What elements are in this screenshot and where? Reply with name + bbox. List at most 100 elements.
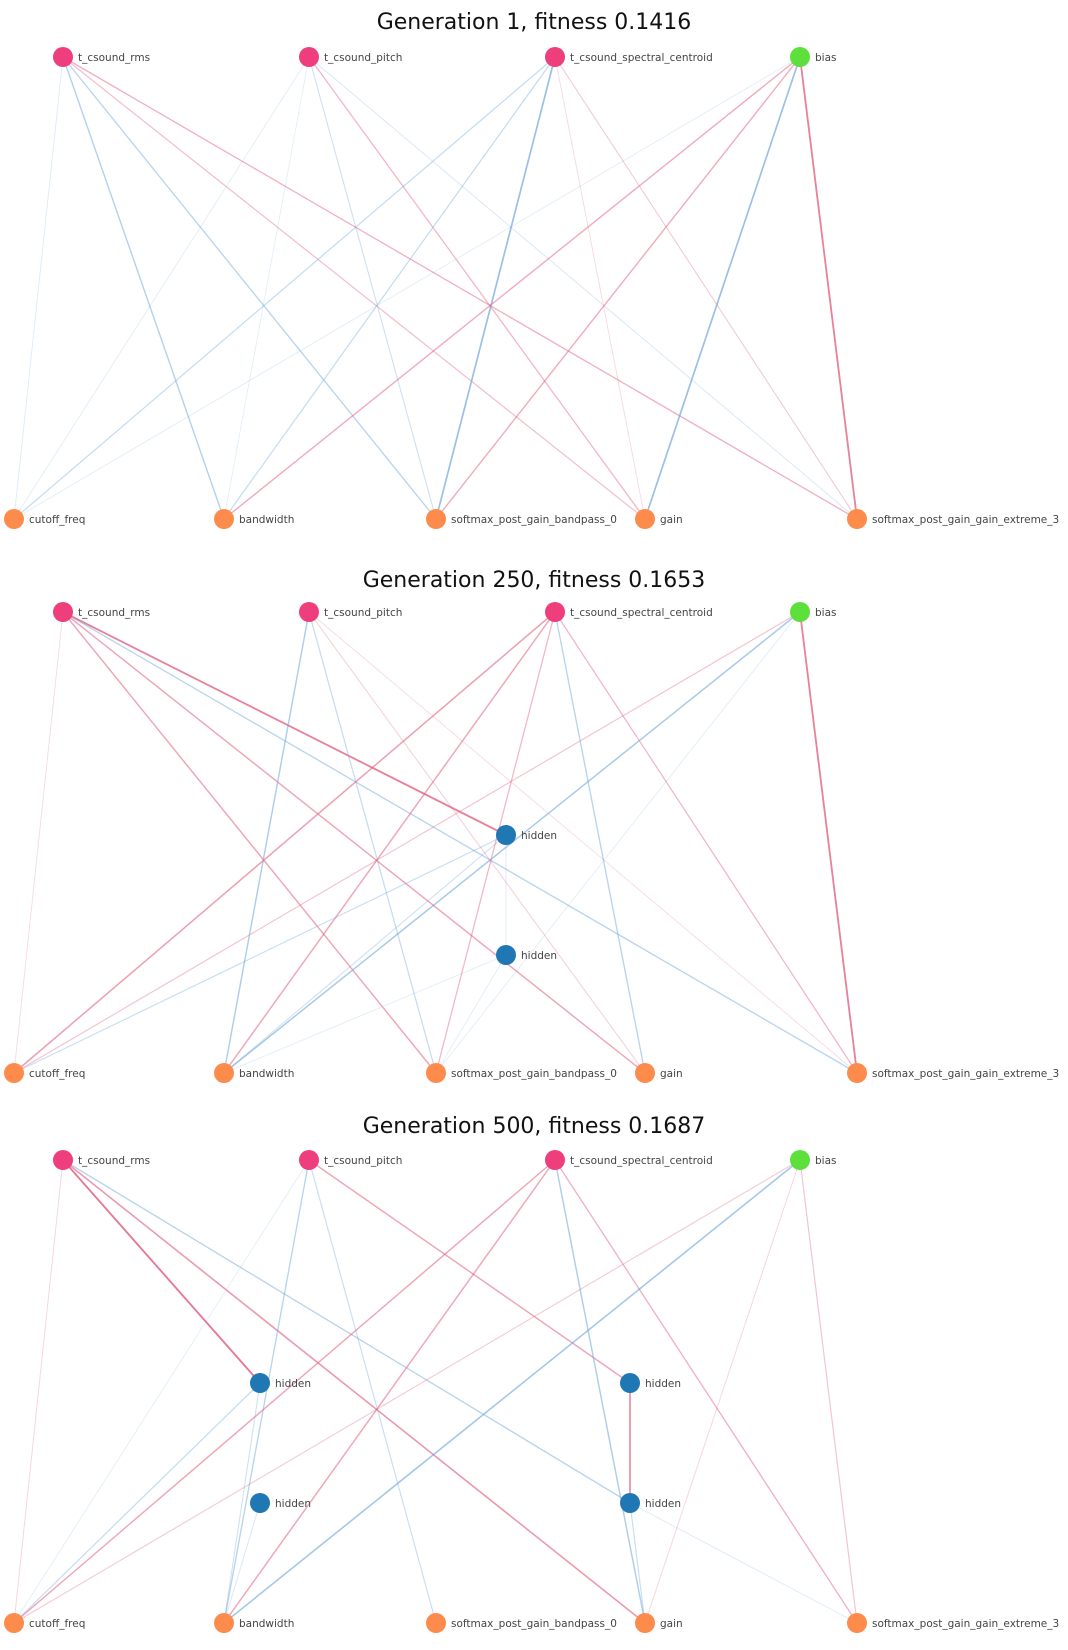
edge-in1-o3 (308, 611, 646, 1074)
node-output: bandwidth (214, 1063, 294, 1083)
edge-in2-o0 (13, 611, 556, 1074)
edge-in2-o1 (223, 56, 556, 520)
edge-in1-o0 (13, 56, 310, 520)
hidden-node-circle (496, 945, 516, 965)
node-output: bandwidth (214, 509, 294, 529)
edge-in0-o4 (62, 611, 858, 1074)
edge-layer (13, 611, 858, 1074)
bias-node-circle (790, 602, 810, 622)
edge-in0-o0 (13, 1159, 64, 1624)
node-output: softmax_post_gain_gain_extreme_3 (847, 509, 1059, 529)
edge-in0-hD (62, 1159, 631, 1504)
node-input: t_csound_rms (53, 47, 150, 67)
edge-h1-o2 (435, 954, 507, 1074)
hidden-node-circle (620, 1493, 640, 1513)
node-output: gain (635, 1063, 683, 1083)
panel-title: Generation 1, fitness 0.1416 (377, 10, 692, 35)
output-node-circle (426, 1063, 446, 1083)
edge-h0-o0 (13, 834, 507, 1074)
edge-in2-o0 (13, 56, 556, 520)
node-bias: bias (790, 47, 837, 67)
output-node-circle (847, 1063, 867, 1083)
input-node-circle (545, 602, 565, 622)
edge-in0-hA (62, 1159, 261, 1384)
edge-h1-o1 (223, 954, 507, 1074)
panel-title: Generation 250, fitness 0.1653 (363, 568, 706, 593)
output-node-circle (847, 509, 867, 529)
node-label: t_csound_pitch (324, 52, 402, 64)
network-panel-2: Generation 250, fitness 0.1653 t_csound_r… (4, 568, 1059, 1083)
node-label: bias (815, 607, 837, 619)
node-label: cutoff_freq (29, 514, 85, 526)
output-node-circle (426, 509, 446, 529)
edge-bias-o0 (13, 1159, 801, 1624)
node-label: softmax_post_gain_bandpass_0 (451, 514, 617, 526)
edge-in2-o1 (223, 1159, 556, 1624)
node-label: hidden (521, 950, 557, 962)
edge-in2-o2 (435, 56, 556, 520)
bias-node-circle (790, 47, 810, 67)
node-input: t_csound_rms (53, 602, 150, 622)
input-node-circle (545, 1150, 565, 1170)
node-bias: bias (790, 1150, 837, 1170)
node-label: t_csound_spectral_centroid (570, 607, 713, 619)
edge-in0-o4 (62, 56, 858, 520)
node-input: t_csound_pitch (299, 1150, 402, 1170)
edge-bias-o4 (799, 56, 858, 520)
edge-in2-o0 (13, 1159, 556, 1624)
edge-hB-o1 (223, 1502, 261, 1624)
output-node-circle (426, 1613, 446, 1633)
node-input: t_csound_spectral_centroid (545, 602, 713, 622)
node-hidden: hidden (250, 1373, 311, 1393)
edge-bias-o0 (13, 56, 801, 520)
node-label: gain (660, 1618, 683, 1630)
node-hidden: hidden (620, 1493, 681, 1513)
input-node-circle (53, 47, 73, 67)
node-input: t_csound_spectral_centroid (545, 1150, 713, 1170)
input-node-circle (299, 47, 319, 67)
edge-bias-o4 (799, 611, 858, 1074)
node-label: t_csound_pitch (324, 1155, 402, 1167)
edge-hA-o0 (13, 1382, 261, 1624)
output-node-circle (214, 1063, 234, 1083)
edge-in1-o4 (308, 611, 858, 1074)
edge-bias-o0 (13, 611, 801, 1074)
panel-title: Generation 500, fitness 0.1687 (363, 1114, 706, 1139)
node-input: t_csound_pitch (299, 47, 402, 67)
node-label: t_csound_rms (78, 607, 150, 619)
output-node-circle (4, 509, 24, 529)
edge-bias-o2 (435, 611, 801, 1074)
node-hidden: hidden (620, 1373, 681, 1393)
edge-layer (13, 1159, 858, 1624)
edge-in0-o3 (62, 56, 646, 520)
edge-bias-o1 (223, 1159, 801, 1624)
edge-in0-o3 (62, 1159, 646, 1624)
edge-in1-hC (308, 1159, 631, 1384)
edge-hA-o1 (223, 1382, 261, 1624)
node-output: bandwidth (214, 1613, 294, 1633)
edge-in0-o1 (62, 56, 225, 520)
node-label: bandwidth (239, 1068, 294, 1080)
hidden-node-circle (250, 1373, 270, 1393)
hidden-node-circle (250, 1493, 270, 1513)
edge-in2-o2 (435, 611, 556, 1074)
edge-hD-o3 (629, 1502, 646, 1624)
edge-h0-o1 (223, 834, 507, 1074)
edge-in1-o1 (223, 56, 310, 520)
node-label: bandwidth (239, 1618, 294, 1630)
edge-in2-o3 (554, 56, 646, 520)
edge-in0-h0 (62, 611, 507, 836)
network-panel-3: Generation 500, fitness 0.1687 t_csound_r… (4, 1114, 1059, 1633)
output-node-circle (4, 1613, 24, 1633)
edge-bias-o1 (223, 56, 801, 520)
input-node-circle (299, 1150, 319, 1170)
edge-bias-o3 (644, 56, 801, 520)
node-input: t_csound_pitch (299, 602, 402, 622)
node-output: cutoff_freq (4, 509, 85, 529)
node-output: cutoff_freq (4, 1063, 85, 1083)
node-label: hidden (645, 1378, 681, 1390)
edge-in1-o2 (308, 611, 437, 1074)
edge-in1-o0 (13, 1159, 310, 1624)
